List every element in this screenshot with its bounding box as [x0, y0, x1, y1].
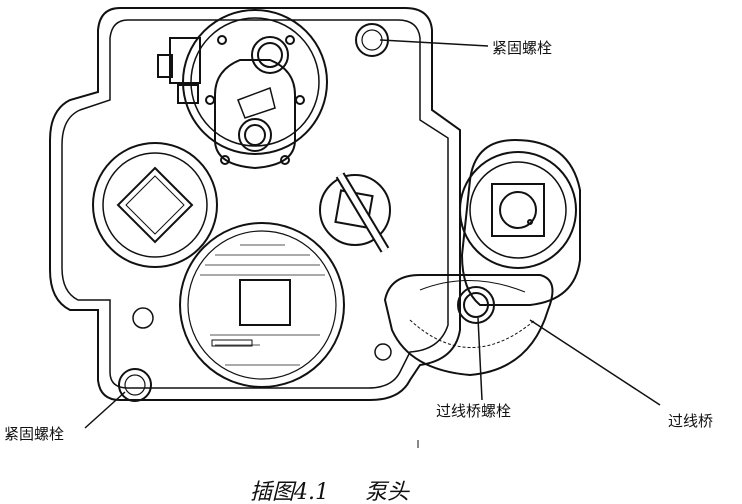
top-valve	[157, 9, 328, 170]
label-wire-bridge: 过线桥	[668, 412, 714, 430]
left-port	[92, 142, 218, 268]
caption-title: 泵头	[365, 480, 410, 504]
caption-figure-number: 插图4.1	[250, 480, 329, 504]
figure-caption: 插图4.1 泵头	[250, 474, 409, 504]
label-top-fastening-bolt: 紧固螺栓	[492, 39, 553, 57]
center-plug	[319, 172, 391, 253]
wire-bridge	[383, 274, 554, 377]
leader-lines	[84, 39, 661, 448]
right-port	[459, 138, 581, 306]
label-bridge-bolt: 过线桥螺栓	[436, 402, 512, 420]
label-plate	[179, 222, 345, 388]
housing-inner	[61, 19, 449, 389]
housing-outline	[49, 7, 461, 401]
bottom-bolt	[118, 368, 152, 402]
label-bottom-fastening-bolt: 紧固螺栓	[4, 425, 65, 443]
